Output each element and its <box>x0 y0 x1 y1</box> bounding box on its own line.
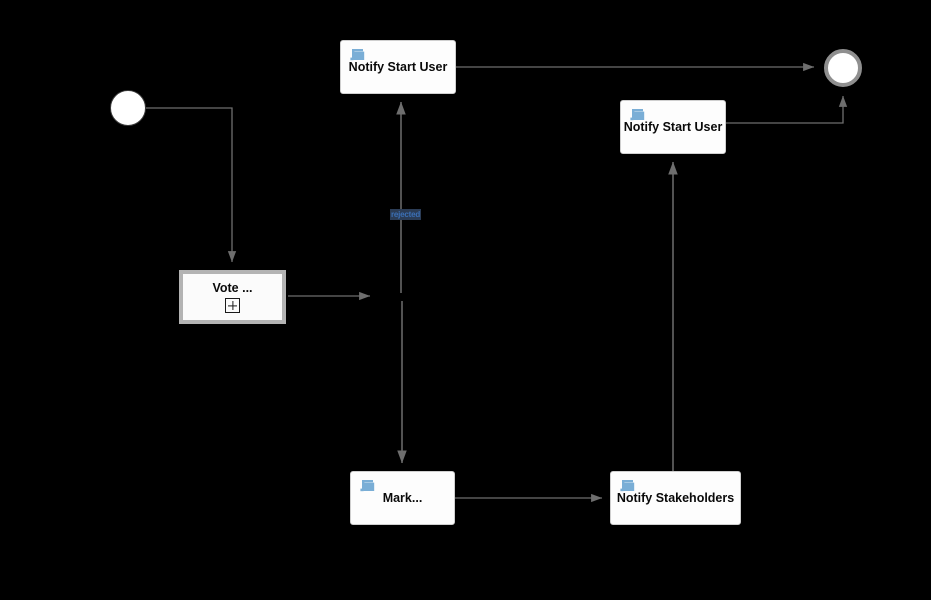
script-task-icon <box>619 479 636 494</box>
subprocess-label: Vote ... <box>212 281 253 295</box>
start-event[interactable] <box>110 90 146 126</box>
collapsed-subprocess-vote[interactable]: Vote ... <box>179 270 286 324</box>
script-task-icon <box>359 479 376 494</box>
edge-notify-start-user-right-to-end[interactable] <box>726 95 848 124</box>
plus-expand-icon[interactable] <box>225 298 240 313</box>
task-notify-stakeholders[interactable]: Notify Stakeholders <box>610 471 741 525</box>
script-task-icon <box>629 108 646 123</box>
edge-start-to-vote[interactable] <box>146 107 237 263</box>
task-label: Mark... <box>382 490 423 505</box>
script-task-icon <box>349 48 366 63</box>
task-label: Notify Start User <box>348 59 448 74</box>
task-mark[interactable]: Mark... <box>350 471 455 525</box>
task-notify-start-user-right[interactable]: Notify Start User <box>620 100 726 154</box>
edge-label-rejected[interactable]: rejected <box>390 209 422 220</box>
task-label: Notify Start User <box>623 119 723 134</box>
end-event[interactable] <box>824 49 862 87</box>
task-label: Notify Stakeholders <box>616 490 735 505</box>
task-notify-start-user-top[interactable]: Notify Start User <box>340 40 456 94</box>
